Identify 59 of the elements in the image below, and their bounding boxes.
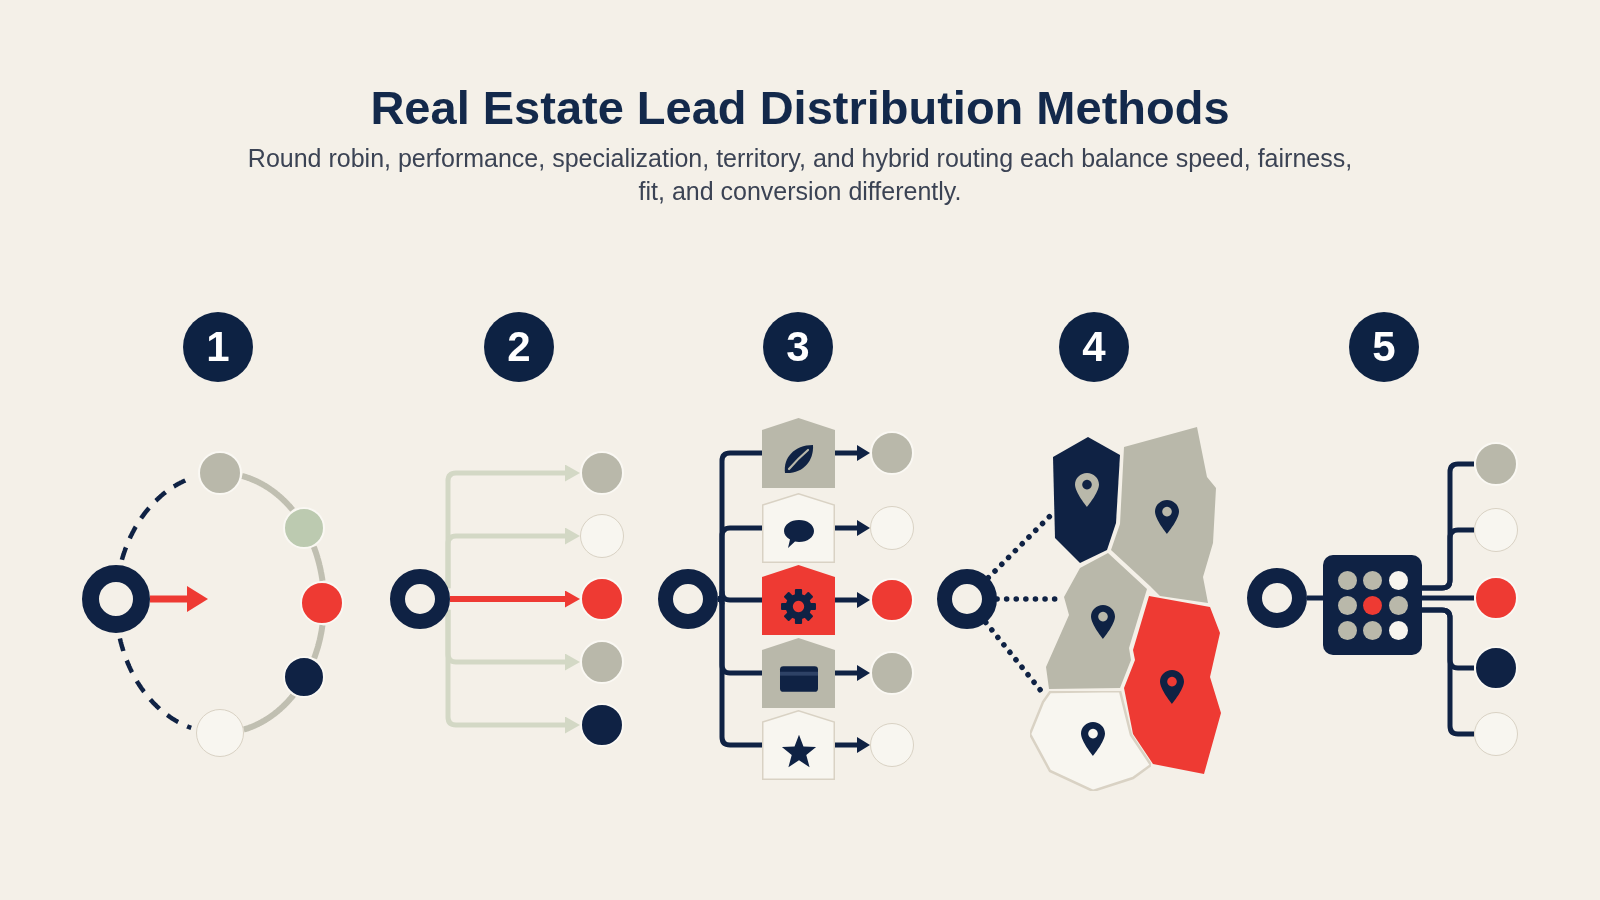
source-ring	[390, 569, 450, 629]
source-ring	[1247, 568, 1307, 628]
step-number-badge: 1	[183, 312, 253, 382]
circle-node	[1474, 712, 1518, 756]
source-ring	[937, 569, 997, 629]
circle-node	[870, 578, 914, 622]
arrow	[835, 520, 870, 536]
circle-node	[300, 581, 344, 625]
circle-node	[196, 709, 244, 757]
arrow	[835, 737, 870, 753]
circle-node	[870, 723, 914, 767]
arrow	[835, 592, 870, 608]
arc-line	[311, 622, 326, 662]
arc-line	[241, 692, 296, 733]
connector-line	[1422, 595, 1474, 601]
connector-line	[1422, 607, 1474, 737]
dashed-arc	[117, 637, 193, 730]
circle-node	[870, 431, 914, 475]
circle-node	[1474, 442, 1518, 486]
circle-node	[580, 640, 624, 684]
title: Real Estate Lead Distribution Methods	[370, 80, 1230, 136]
house-shape	[762, 493, 835, 563]
house-shape	[762, 418, 835, 488]
circle-node	[580, 577, 624, 621]
circle-node	[870, 506, 914, 550]
step-number-badge: 3	[763, 312, 833, 382]
circle-node	[1474, 508, 1518, 552]
arc-line	[310, 544, 326, 584]
map-region	[1111, 427, 1216, 603]
circle-node	[198, 451, 242, 495]
source-ring	[658, 569, 718, 629]
house-shape	[762, 638, 835, 708]
house-shape	[762, 565, 835, 635]
map-region	[1053, 437, 1120, 563]
circle-node	[283, 656, 325, 698]
arrow	[445, 609, 580, 734]
arrow	[450, 590, 580, 608]
circle-node	[870, 651, 914, 695]
arrow	[445, 527, 580, 589]
map-region	[1046, 553, 1147, 689]
arrow	[835, 665, 870, 681]
dot-grid-panel	[1323, 555, 1422, 655]
step-number-badge: 5	[1349, 312, 1419, 382]
arrow	[150, 586, 208, 612]
step-number-badge: 2	[484, 312, 554, 382]
connector-line	[1422, 527, 1474, 591]
map-region	[1030, 691, 1151, 791]
circle-node	[283, 507, 325, 549]
circle-node	[1474, 576, 1518, 620]
circle-node	[580, 514, 624, 558]
circle-node	[580, 451, 624, 495]
circle-node	[1474, 646, 1518, 690]
subtitle: Round robin, performance, specialization, territory, and hybrid routing each balance speed, fairness, fit, and conversion differently.	[246, 143, 1354, 207]
step-number-badge: 4	[1059, 312, 1129, 382]
circle-node	[580, 703, 624, 747]
connector-line	[1307, 595, 1323, 601]
house-shape	[762, 710, 835, 780]
map-region	[1124, 596, 1221, 774]
arrow	[835, 445, 870, 461]
